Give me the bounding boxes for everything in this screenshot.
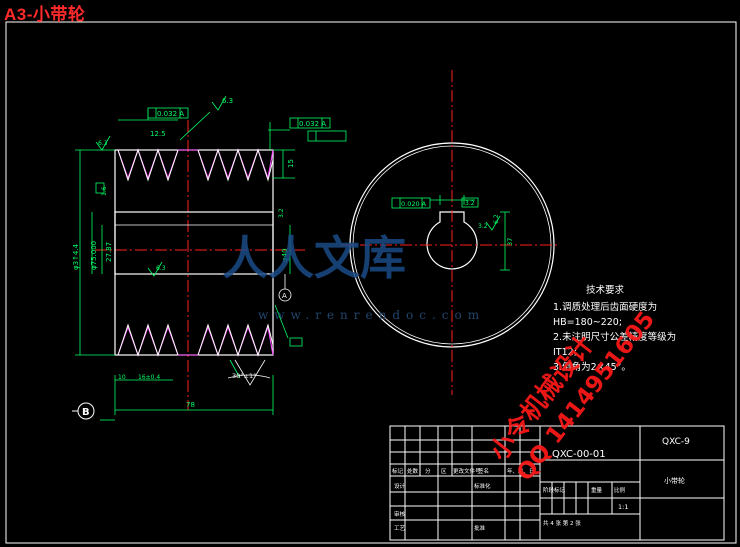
drawing-border <box>5 21 737 544</box>
notes-line-2: HB=180~220; <box>553 317 623 328</box>
hdr-0: 标记 <box>392 467 404 475</box>
tol-flag-bottom <box>289 337 303 347</box>
front-section-view[interactable]: 0.032 A 0.032 A 6.3 12.5 15 6.3 1.6 φ3↑4… <box>72 95 347 421</box>
roughness-left: 6.3 <box>98 140 108 147</box>
roughness-right: 3.2 <box>478 223 488 230</box>
key-dim: 6.2 <box>493 214 500 224</box>
bore-dia: φ75.000 <box>90 241 98 270</box>
key-37: 37 <box>506 238 514 246</box>
datum-a: A <box>282 292 287 300</box>
hdr-2: 分 <box>425 467 431 475</box>
sheet-title: A3-小带轮 <box>4 5 86 24</box>
hub-dia: φ40 <box>281 248 289 262</box>
row-review: 审核 <box>394 510 406 518</box>
dimension-lines <box>75 110 295 421</box>
angle-lines <box>234 359 266 386</box>
hdr-1: 处数 <box>407 467 419 475</box>
datum-b: B <box>82 407 90 418</box>
part-code: QXC-9 <box>662 437 690 447</box>
notes-line-4: IT12; <box>553 347 577 358</box>
tol-top-right: 0.032 A <box>299 120 326 128</box>
key-32: 3.2 <box>465 200 475 207</box>
watermark-url: www.renrendoc.com <box>258 308 486 322</box>
notes-line-5: 3.倒角为2×45°。 <box>553 362 631 373</box>
stage-hdr-0: 阶段标记 <box>543 486 566 494</box>
inner-roughness-mark <box>147 261 163 277</box>
stage-hdr-1: 重量 <box>591 486 603 494</box>
notes-line-1: 1.调质处理后齿面硬度为 <box>553 302 658 313</box>
keyed-bore <box>426 211 478 270</box>
inner-roughness: 6.3 <box>156 265 166 272</box>
notes-heading: 技术要求 <box>586 285 625 296</box>
top-groove-outline <box>117 148 274 182</box>
row-process: 工艺 <box>394 525 406 532</box>
tol-flag-left <box>95 182 105 194</box>
drawing-no: QXC-00-01 <box>552 449 606 460</box>
stage-hdr-2: 比例 <box>614 486 626 494</box>
tolerance-frame-2 <box>289 117 347 142</box>
groove-depth: 12.5 <box>150 130 166 138</box>
bottom-groove-outline <box>117 323 274 357</box>
bore-outline <box>114 211 274 275</box>
row-design: 设计 <box>394 482 406 490</box>
hdr-6: 年、月、日 <box>507 467 535 475</box>
groove-angle-arc <box>227 374 271 379</box>
part-name: 小带轮 <box>664 476 685 485</box>
hdr-3: 区 <box>441 468 447 475</box>
title-headers: 标记 处数 分 区 更改文件号 签名 年、月、日 设计 标准化 审核 工艺 批准… <box>392 467 626 532</box>
roughness-mark-right <box>485 215 501 231</box>
sheets: 共 4 张 第 2 张 <box>543 519 581 527</box>
side-view[interactable]: 0.020 A 3.2 6.2 37 3.2 <box>340 70 560 395</box>
hdr-4: 更改文件号 <box>453 467 481 475</box>
title-block[interactable] <box>389 425 725 541</box>
bottom-pitch: 16±0.4 <box>138 374 160 381</box>
dim-32: 3.2 <box>278 208 285 218</box>
outer-dia: φ3↑4.4 <box>72 243 80 270</box>
side-dim-lines <box>391 195 510 271</box>
bore-dim: 27.87 <box>105 242 113 262</box>
hdr-5: 签名 <box>478 467 489 475</box>
roughness-mark-left <box>95 135 111 151</box>
sym-tol: 0.020 A <box>401 200 427 208</box>
tolerance-frame-1 <box>147 107 189 119</box>
bottom-10: 10 <box>118 374 126 381</box>
roughness-top: 6.3 <box>222 97 233 105</box>
notes-line-3: 2.未注明尺寸公差精度等级为 <box>553 332 677 343</box>
watermark-brand: 人人文库 <box>222 231 406 285</box>
height-15: 15 <box>287 159 295 168</box>
width-78: 78 <box>186 401 195 409</box>
tol-top-left: 0.032 A <box>157 110 184 118</box>
roughness-small: 1.6 <box>101 186 108 196</box>
scale: 1:1 <box>618 503 628 511</box>
groove-angle: 30°±1° <box>232 372 256 380</box>
approve: 批准 <box>474 524 486 532</box>
standardization: 标准化 <box>474 482 491 490</box>
roughness-mark-top <box>211 95 227 111</box>
